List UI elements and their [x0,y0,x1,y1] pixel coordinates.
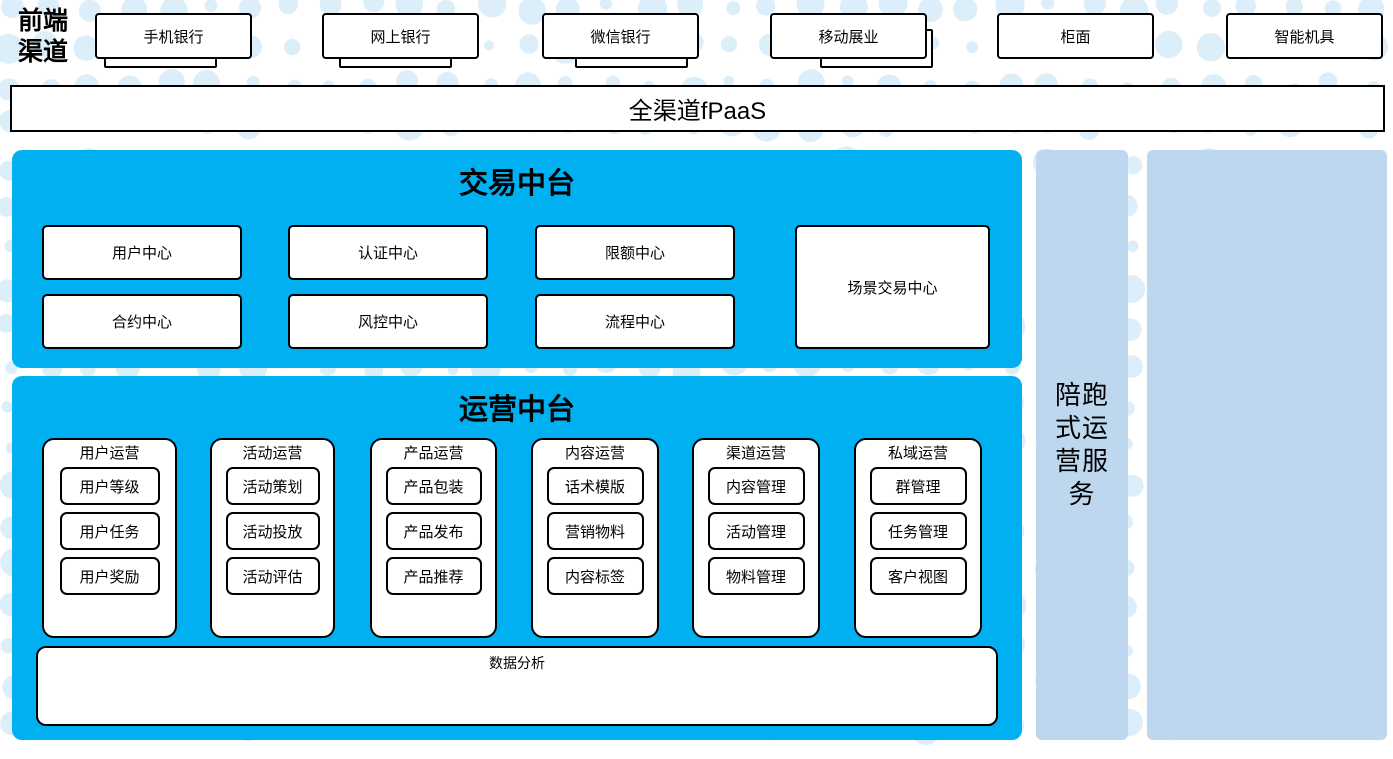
accompany-operation-service-label: 陪跑式运营服务 [1054,380,1109,509]
trade-box-user-center[interactable]: 用户中心 [42,225,242,280]
service-capability-panel [1147,150,1387,740]
ops-sub-item[interactable]: 群管理 [869,467,967,505]
channel-box-smart-machine[interactable]: 智能机具 [1226,13,1383,59]
ops-sub-item[interactable]: 物料管理 [707,557,805,595]
channel-label: 智能机具 [1274,28,1335,46]
trade-box-contract-center[interactable]: 合约中心 [42,294,242,349]
ops-group-channel[interactable]: 渠道运营 内容管理 活动管理 物料管理 [692,438,820,638]
ops-group-private-domain[interactable]: 私域运营 群管理 任务管理 客户视图 [854,438,982,638]
ops-group-content[interactable]: 内容运营 话术模版 营销物料 内容标签 [531,438,659,638]
ops-group-title: 内容运营 [564,445,625,462]
accompany-operation-service-column: 陪跑式运营服务 [1036,150,1128,740]
ops-group-title: 渠道运营 [725,445,786,462]
ops-group-title: 活动运营 [242,445,303,462]
ops-sub-item[interactable]: 客户视图 [869,557,967,595]
ops-sub-item[interactable]: 任务管理 [869,512,967,550]
ops-sub-item[interactable]: 内容标签 [546,557,644,595]
data-analysis-card: 数据分析 [36,646,998,726]
trade-box-label: 流程中心 [604,314,665,331]
data-analysis-title: 数据分析 [489,655,545,671]
ops-sub-item[interactable]: 营销物料 [546,512,644,550]
trade-box-process-center[interactable]: 流程中心 [535,294,735,349]
ops-group-title: 产品运营 [403,445,464,462]
front-channel-label-line2: 渠道 [17,38,68,66]
trade-box-scenario-trade-center[interactable]: 场景交易中心 [795,225,990,349]
ops-sub-item[interactable]: 活动策划 [225,467,320,505]
ops-group-product[interactable]: 产品运营 产品包装 产品发布 产品推荐 [370,438,497,638]
trade-box-label: 风控中心 [357,314,418,331]
channel-label: 移动展业 [818,28,879,46]
front-channel-label-line1: 前端 [17,7,68,35]
ops-sub-item[interactable]: 活动管理 [707,512,805,550]
fpaas-label: 全渠道fPaaS [628,98,767,125]
ops-sub-item[interactable]: 话术模版 [546,467,644,505]
channel-label: 手机银行 [143,28,204,46]
ops-sub-item[interactable]: 用户任务 [59,512,160,550]
channel-box-counter[interactable]: 柜面 [997,13,1154,59]
trade-panel-title: 交易中台 [458,168,575,200]
trade-box-label: 用户中心 [111,245,172,262]
ops-group-title: 用户运营 [79,445,140,462]
trade-box-label: 限额中心 [604,245,665,262]
ops-sub-item[interactable]: 用户奖励 [59,557,160,595]
ops-sub-item[interactable]: 产品包装 [385,467,482,505]
ops-group-activity[interactable]: 活动运营 活动策划 活动投放 活动评估 [210,438,335,638]
channel-box-mobile-bank[interactable]: 手机银行 [95,13,252,59]
ops-group-title: 私域运营 [887,445,948,462]
trade-box-risk-center[interactable]: 风控中心 [288,294,488,349]
channel-label: 微信银行 [590,28,651,46]
front-channel-label: 前端 渠道 [4,4,82,70]
trade-box-label: 认证中心 [357,245,418,262]
channel-box-wechat-bank[interactable]: 微信银行 [542,13,699,59]
ops-sub-item[interactable]: 活动评估 [225,557,320,595]
trade-box-limit-center[interactable]: 限额中心 [535,225,735,280]
channel-box-mobile-business[interactable]: 移动展业 [770,13,927,59]
omnichannel-fpaas-bar[interactable]: 全渠道fPaaS [10,85,1385,132]
channel-label: 网上银行 [370,28,431,46]
ops-panel-title: 运营中台 [458,394,575,426]
channel-box-online-bank[interactable]: 网上银行 [322,13,479,59]
channel-label: 柜面 [1060,28,1091,46]
ops-sub-item[interactable]: 内容管理 [707,467,805,505]
ops-sub-item[interactable]: 用户等级 [59,467,160,505]
trade-box-auth-center[interactable]: 认证中心 [288,225,488,280]
trade-box-label: 场景交易中心 [847,279,938,297]
ops-sub-item[interactable]: 产品发布 [385,512,482,550]
trade-box-label: 合约中心 [111,314,172,331]
ops-sub-item[interactable]: 活动投放 [225,512,320,550]
ops-sub-item[interactable]: 产品推荐 [385,557,482,595]
ops-group-user[interactable]: 用户运营 用户等级 用户任务 用户奖励 [42,438,177,638]
